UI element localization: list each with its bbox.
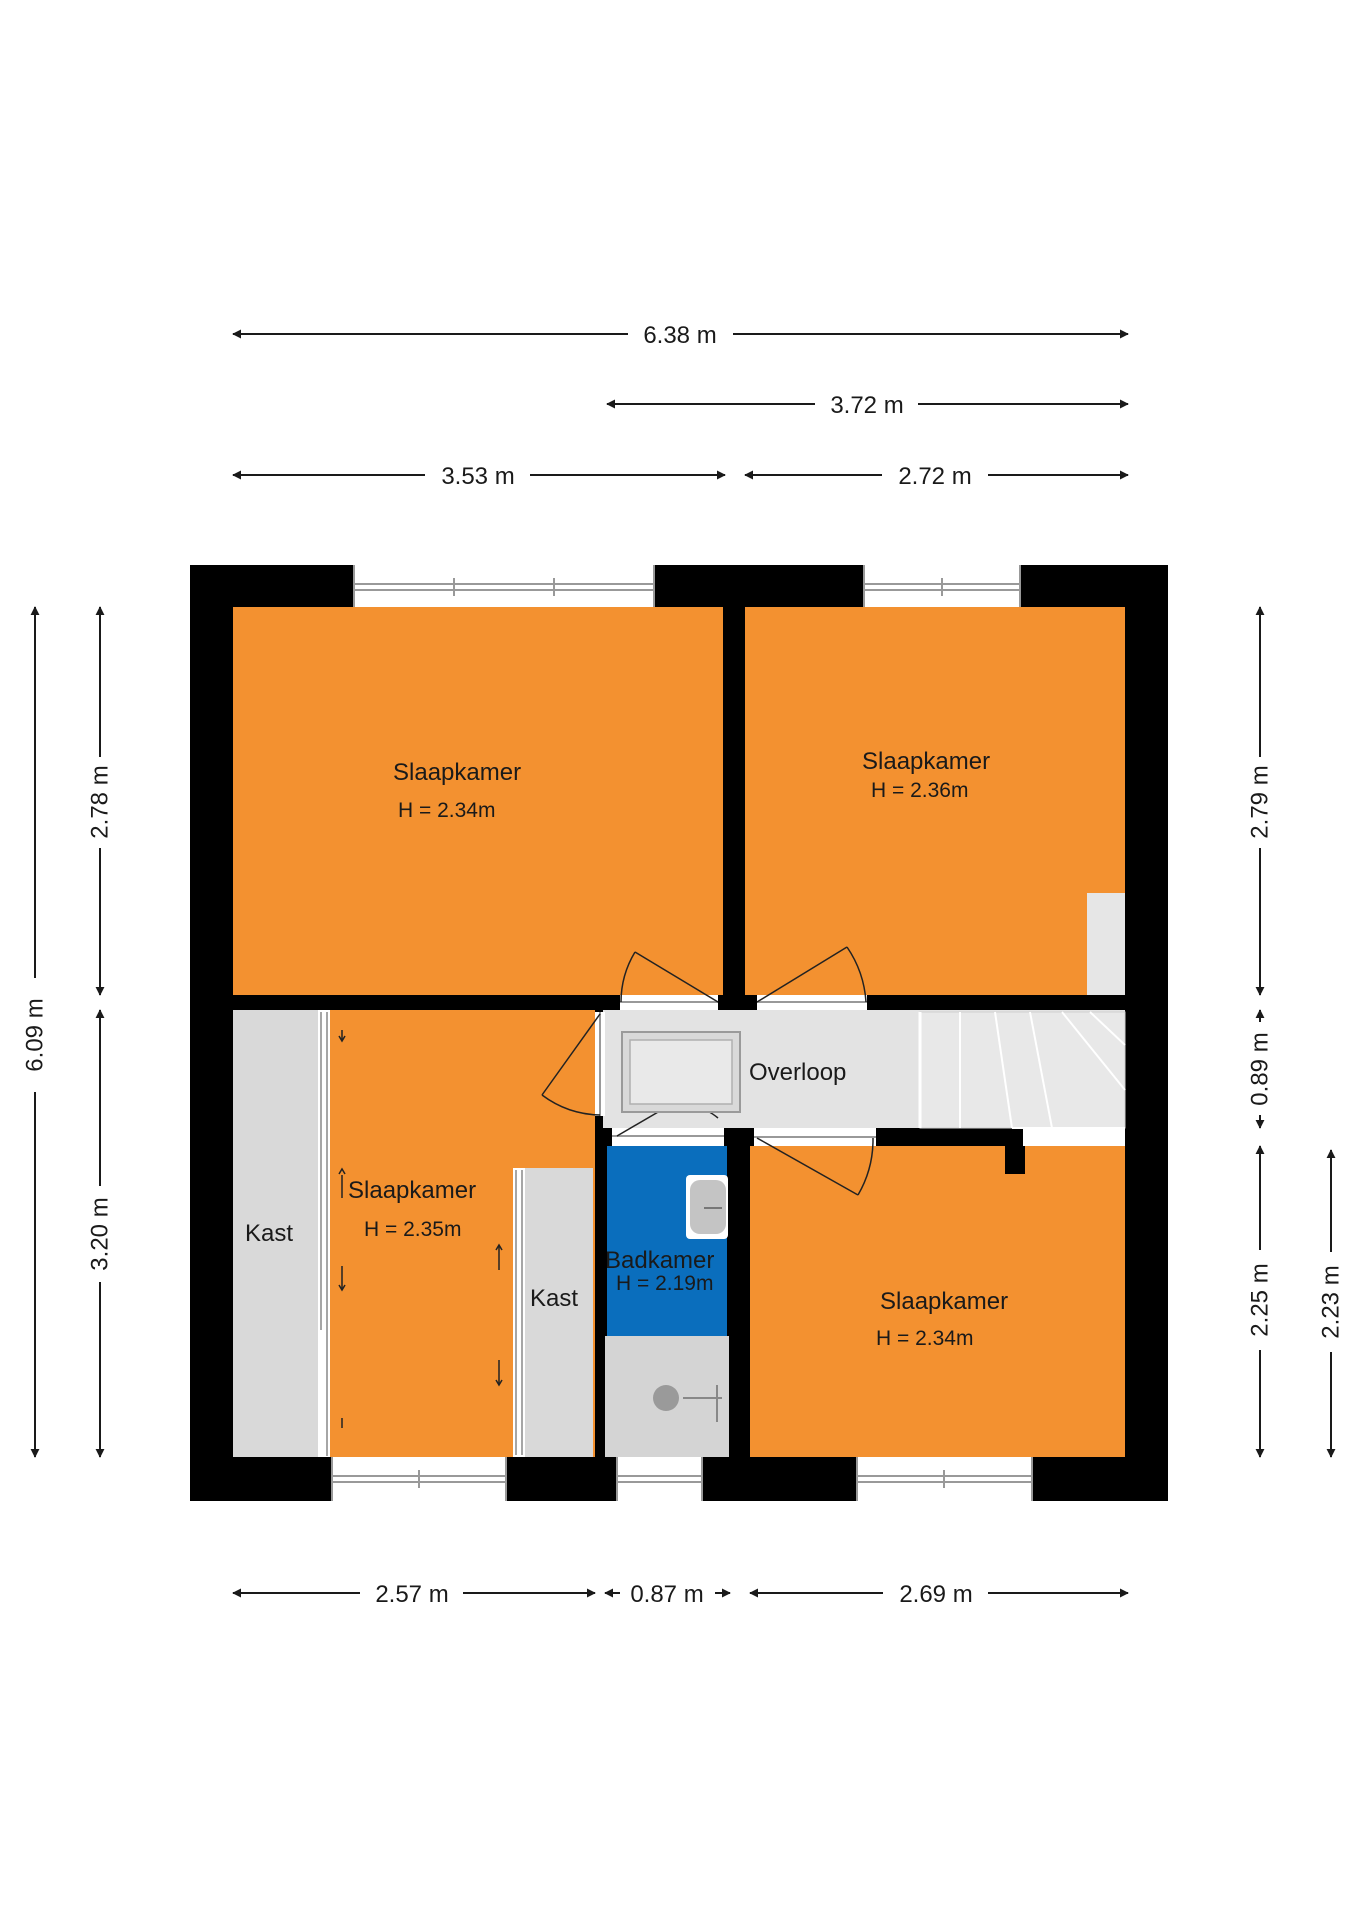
bedroom-2-label: Slaapkamer [862,748,990,775]
window-top-left [353,565,655,607]
dim-bottom-mid: 0.87 m [604,1581,731,1608]
window-bottom-left [331,1457,507,1501]
bedroom-3-label: Slaapkamer [348,1177,476,1204]
dim-bottom-right: 2.69 m [749,1581,1129,1608]
dim-right-lower-outer: 2.23 m [1318,1149,1345,1458]
dim-right-lower-text: 2.25 m [1247,1263,1274,1336]
stairs-area [919,1011,1126,1129]
window-top-right [863,565,1021,607]
dim-right-mid-text: 0.89 m [1247,1032,1274,1105]
bathroom-height: H = 2.19m [616,1272,713,1295]
door-bedroom-2 [756,946,867,1010]
dim-bottom-left: 2.57 m [232,1581,596,1608]
closet-mid-label: Kast [530,1285,578,1312]
dim-left-upper: 2.78 m [87,606,114,996]
bathroom-floor [607,1146,727,1336]
window-bottom-bath [616,1457,703,1501]
bedroom-4-notch-wall [1005,1146,1025,1174]
bedroom-2-height: H = 2.36m [871,779,968,802]
bedroom-4-floor [750,1146,1125,1457]
dim-top-left-part: 3.53 m [232,463,726,490]
chimney-block [1087,893,1125,995]
stairs [918,1011,1126,1129]
landing-label: Overloop [749,1059,846,1086]
bedroom-4-height: H = 2.34m [876,1327,973,1350]
dim-bottom-mid-text: 0.87 m [630,1581,703,1608]
closet-left-label: Kast [245,1220,293,1247]
bedroom-3-height: H = 2.35m [364,1218,461,1241]
bedroom-1-label: Slaapkamer [393,759,521,786]
closet-mid-floor [523,1168,593,1457]
dim-left-total-text: 6.09 m [22,998,49,1071]
closet-mid-front [513,1168,525,1457]
dim-top-right-part-text: 2.72 m [898,463,971,490]
dim-right-upper: 2.79 m [1247,606,1274,996]
bedroom-1-floor [233,607,723,995]
dim-right-lower: 2.25 m [1247,1145,1274,1458]
dim-top-right-text: 3.72 m [830,392,903,419]
dim-bottom-right-text: 2.69 m [899,1581,972,1608]
dim-top-total: 6.38 m [232,322,1129,349]
dim-top-left-part-text: 3.53 m [441,463,514,490]
dim-bottom-left-text: 2.57 m [375,1581,448,1608]
dim-left-upper-text: 2.78 m [87,765,114,838]
bedroom-2-floor [745,607,1125,995]
door-bedroom-1 [620,951,719,1010]
dim-right-lower-outer-text: 2.23 m [1318,1265,1345,1338]
window-bottom-right [856,1457,1033,1501]
dim-left-lower-text: 3.20 m [87,1197,114,1270]
dim-left-total: 6.09 m [22,606,49,1458]
sliding-arrows [338,1030,503,1428]
dim-top-total-text: 6.38 m [643,322,716,349]
bath-tub-icon [621,1031,741,1113]
dim-top-right-part: 2.72 m [744,463,1129,490]
washbasin-icon [686,1175,728,1239]
door-bedroom-3 [541,1012,605,1116]
shower-drain-icon [653,1385,722,1422]
door-bedroom-4 [754,1128,876,1196]
dim-top-right: 3.72 m [606,392,1129,419]
closet-left-front [318,1010,330,1457]
dim-left-lower: 3.20 m [87,1009,114,1458]
bathroom-label: Badkamer [605,1247,714,1274]
bedroom-4-label: Slaapkamer [880,1288,1008,1315]
closet-left-floor [233,1010,328,1457]
bedroom-1-height: H = 2.34m [398,799,495,822]
dim-right-mid: 0.89 m [1247,1009,1274,1129]
dim-right-upper-text: 2.79 m [1247,765,1274,838]
